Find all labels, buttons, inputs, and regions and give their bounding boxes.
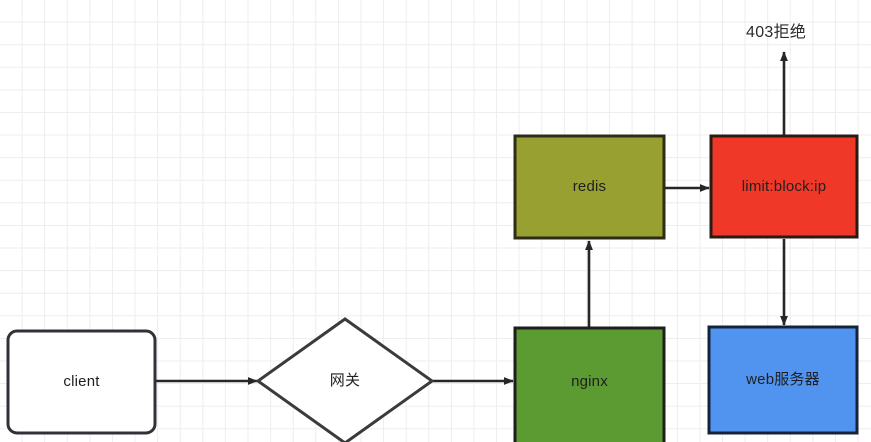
node-shape-redis[interactable] (513, 134, 666, 240)
label-403-reject: 403拒绝 (746, 24, 807, 41)
node-shape-block[interactable] (709, 134, 859, 239)
node-shape-gateway[interactable] (255, 317, 435, 442)
node-shape-nginx[interactable] (513, 326, 666, 442)
node-shape-web[interactable] (707, 325, 859, 435)
node-shape-client[interactable] (6, 329, 157, 435)
